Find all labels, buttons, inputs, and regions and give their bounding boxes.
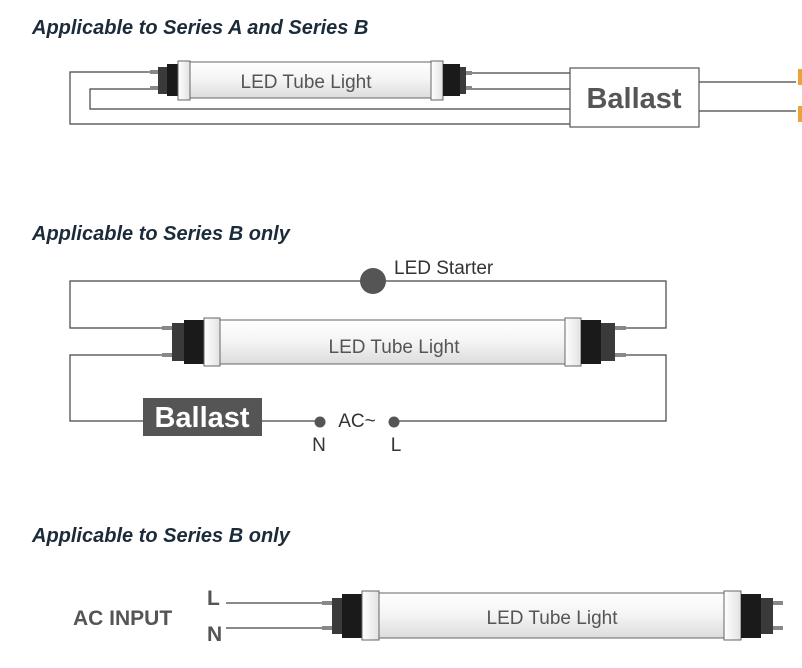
diagram2-n-terminal	[314, 416, 326, 428]
diagram2-left-cap-collar	[203, 317, 221, 367]
diagram3-left-pin-bottom	[322, 626, 332, 630]
diagram3-l-label: L	[207, 587, 220, 610]
diagram1-left-endcap-base	[158, 67, 167, 94]
diagram3-right-pin-bottom	[773, 626, 783, 630]
diagram2-bottom-loop-right-wire	[394, 354, 667, 422]
diagram2-led-tube: LED Tube Light	[162, 317, 626, 367]
diagram1-right-cap-collar	[430, 60, 444, 101]
diagram2-heading: Applicable to Series B only	[31, 223, 291, 245]
diagram1-right-endcap	[443, 64, 460, 96]
diagram3-right-endcap	[741, 594, 761, 638]
diagram2-right-pin-bottom	[615, 353, 626, 357]
diagram2-l-label: L	[391, 435, 402, 456]
diagram1-outer-wire	[69, 71, 570, 125]
diagram2-ac-label: AC~	[338, 411, 376, 432]
diagram1-heading: Applicable to Series A and Series B	[31, 17, 368, 39]
diagram1-inner-wire	[89, 88, 570, 110]
diagram2-right-cap-collar	[564, 317, 582, 367]
diagram1-left-cap-collar	[177, 60, 191, 101]
diagram2-bottom-loop-left-wire	[69, 354, 162, 422]
diagram2-right-endcap	[581, 320, 601, 364]
diagram2-right-endcap-base	[601, 323, 615, 361]
diagram1-left-pin-bottom	[150, 86, 158, 90]
diagram3-right-cap-collar	[723, 590, 742, 641]
diagram3-left-endcap-base	[332, 598, 342, 634]
diagram2-left-endcap	[184, 320, 204, 364]
diagram2-n-label: N	[312, 435, 326, 456]
diagram3-heading: Applicable to Series B only	[31, 525, 291, 547]
diagram-series-a-b: Applicable to Series A and Series B LED …	[31, 17, 802, 128]
diagram3-ac-input-label: AC INPUT	[73, 607, 172, 630]
diagram1-tube-label: LED Tube Light	[241, 72, 373, 93]
diagram3-led-tube: LED Tube Light	[322, 590, 783, 641]
diagram1-right-pin-bottom	[466, 86, 472, 90]
diagram2-l-terminal	[388, 416, 400, 428]
diagram1-led-tube: LED Tube Light	[150, 60, 472, 101]
diagram3-tube-body	[378, 592, 725, 639]
diagram-series-b-starter: Applicable to Series B only LED Starter …	[31, 223, 667, 456]
diagram1-right-endcap-base	[460, 67, 466, 94]
diagram1-ballast-label: Ballast	[586, 83, 681, 115]
diagram1-left-pin-top	[150, 70, 158, 74]
diagram1-ballast-box	[569, 67, 700, 128]
diagram3-n-label: N	[207, 623, 222, 646]
diagram2-ballast-box	[143, 398, 262, 436]
diagram3-right-pin-top	[773, 601, 783, 605]
diagram1-right-pin-top	[466, 71, 472, 75]
diagram1-supply-mark-top	[798, 69, 802, 85]
diagram3-left-cap-collar	[361, 590, 380, 641]
diagram-series-b-direct: Applicable to Series B only AC INPUT L N…	[31, 525, 783, 646]
diagram2-left-endcap-base	[172, 323, 184, 361]
diagram2-tube-label: LED Tube Light	[329, 337, 461, 358]
diagram3-left-pin-top	[322, 601, 332, 605]
diagram2-ballast-label: Ballast	[154, 402, 249, 434]
diagram2-left-pin-bottom	[162, 353, 172, 357]
diagram2-starter-label: LED Starter	[394, 258, 494, 279]
diagram3-tube-label: LED Tube Light	[487, 608, 619, 629]
diagram2-led-starter-dot	[360, 268, 386, 294]
diagram3-right-endcap-base	[761, 598, 773, 634]
diagram2-right-pin-top	[615, 326, 626, 330]
diagram2-left-pin-top	[162, 326, 172, 330]
diagram1-supply-mark-bottom	[798, 106, 802, 122]
diagram3-left-endcap	[342, 594, 362, 638]
